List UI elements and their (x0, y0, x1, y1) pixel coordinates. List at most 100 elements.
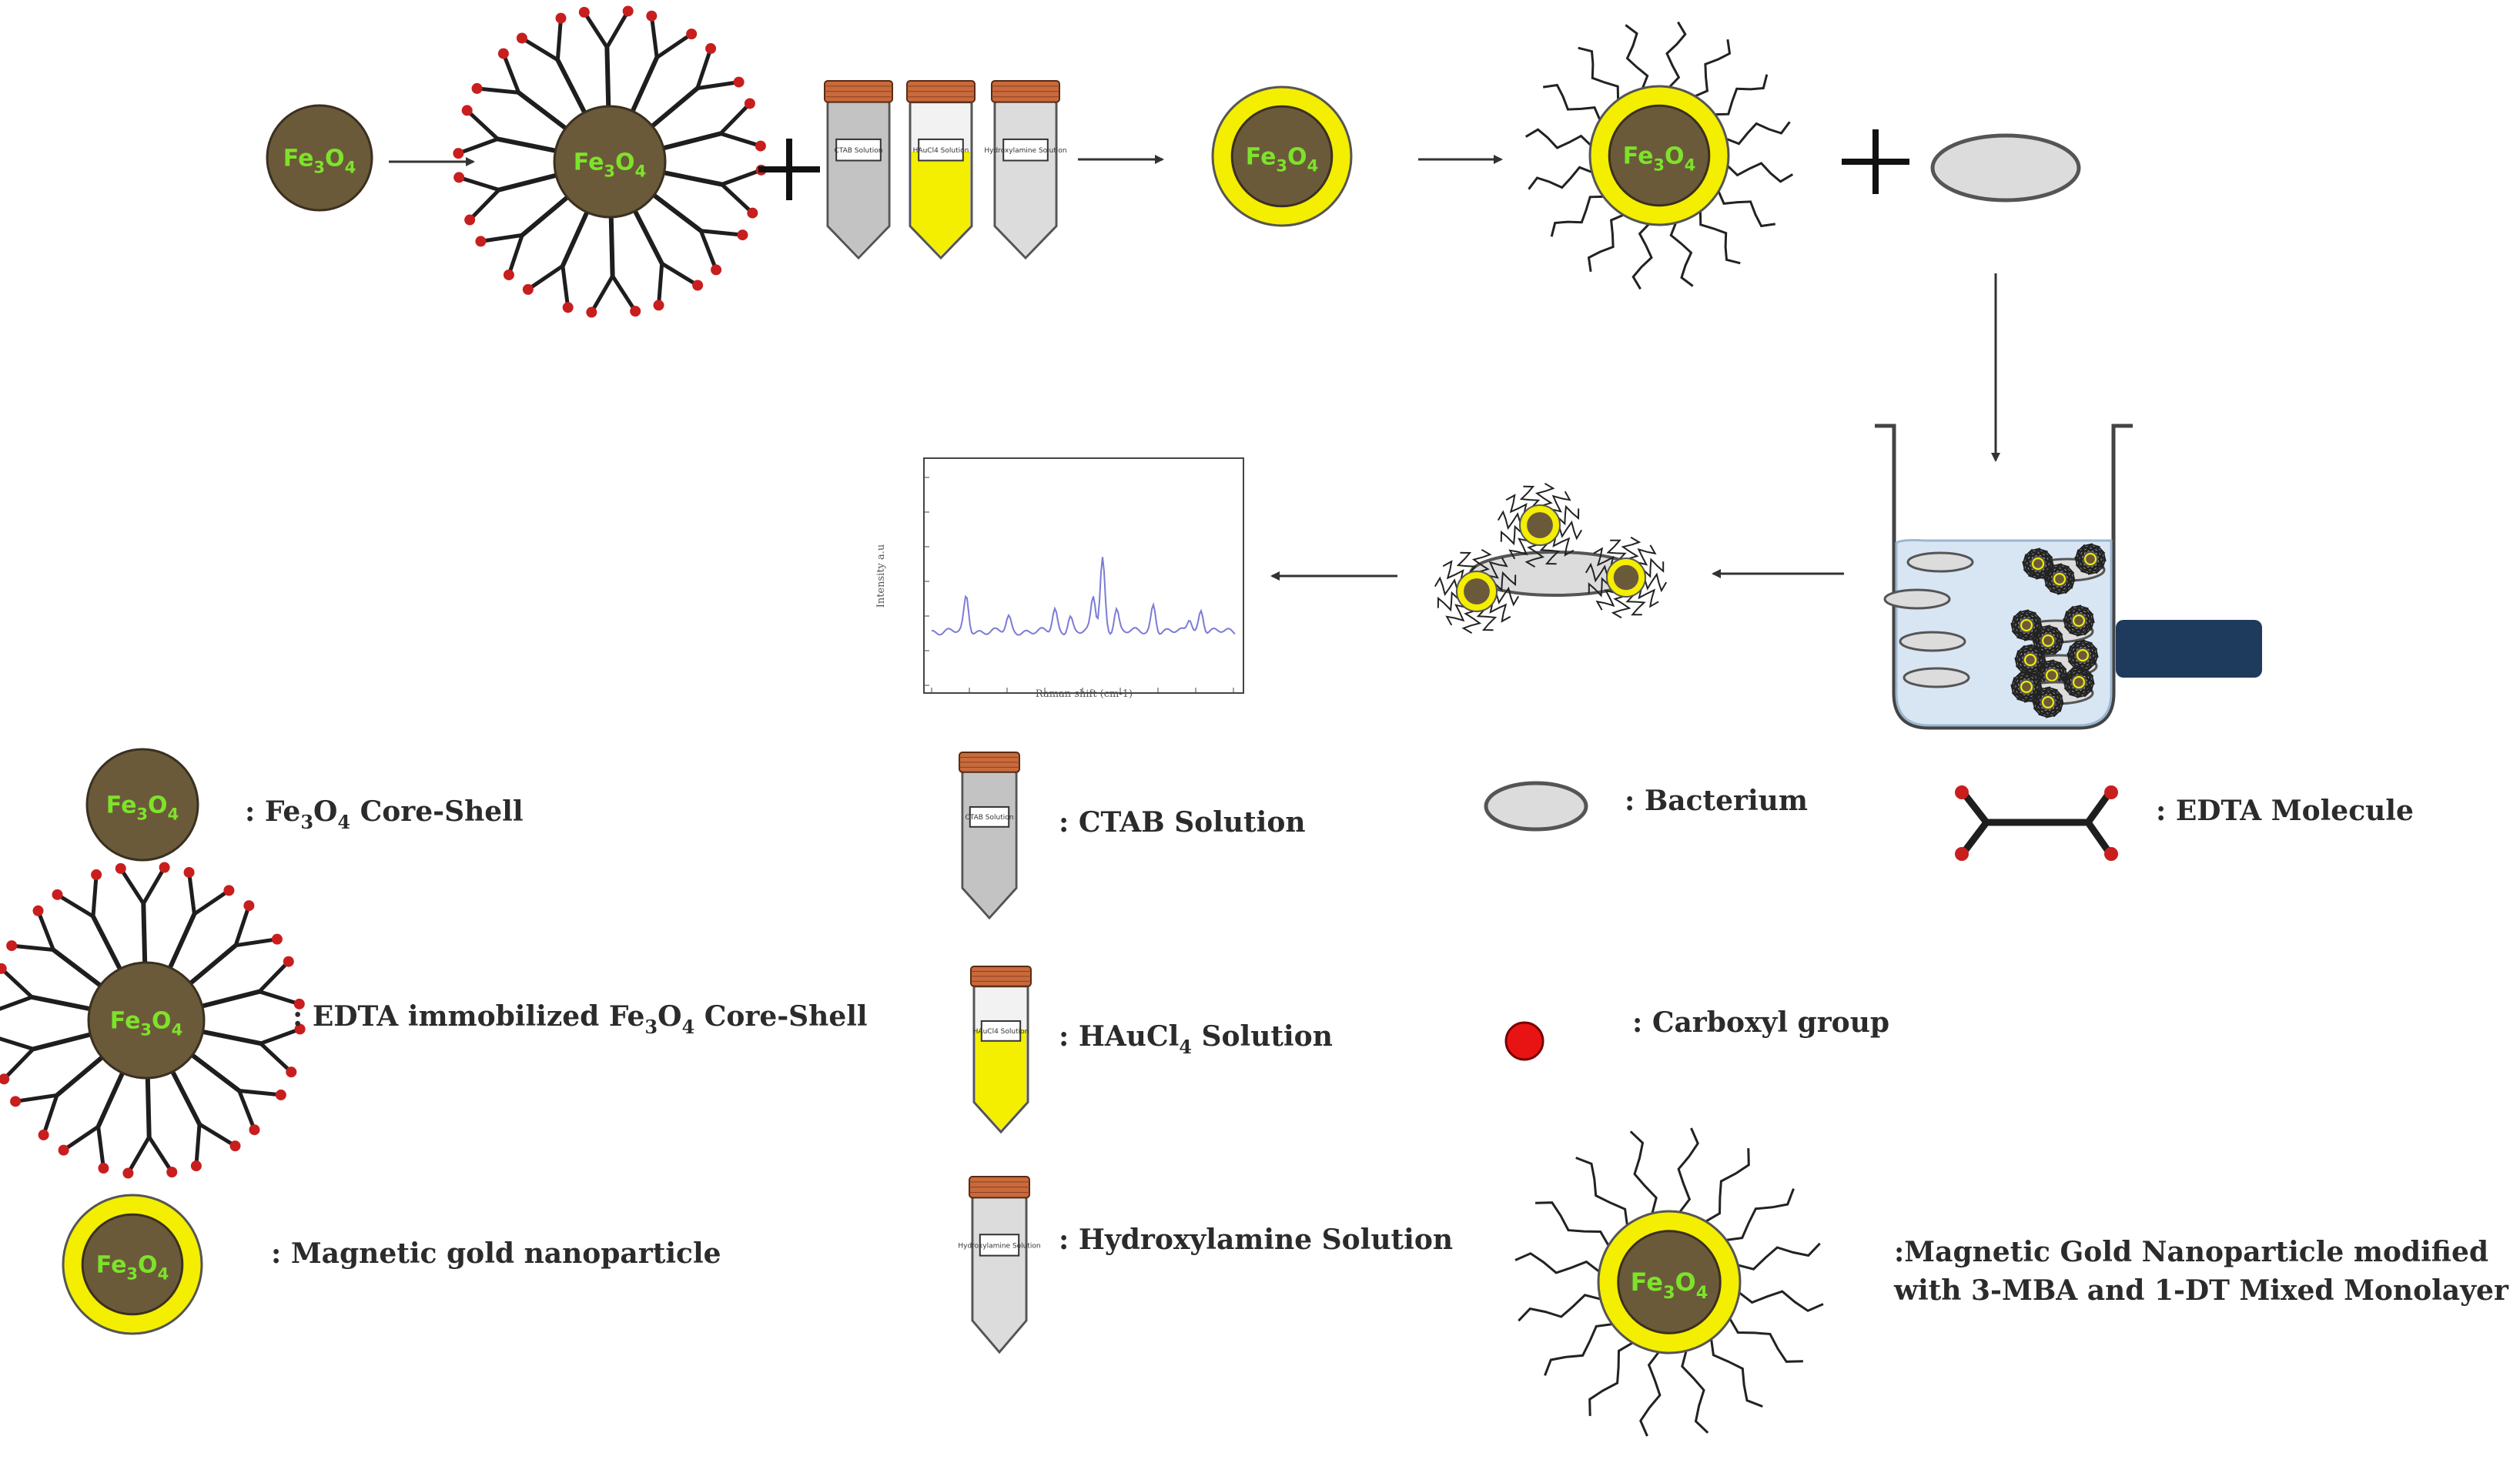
edta-immobilized-core: Fe3O4 (453, 5, 767, 318)
carboxyl-dot (190, 1160, 202, 1172)
core-label: Fe3O4 (283, 146, 356, 177)
thiol-chain (1595, 589, 1615, 611)
edta-arm (32, 1030, 97, 1052)
fe3o4-sphere (2043, 698, 2053, 707)
carboxyl-dot (38, 1129, 49, 1140)
edta-branch (96, 1126, 105, 1169)
thiol-chain (2079, 607, 2094, 620)
thiol-chain (1725, 1188, 1795, 1241)
fe3o4-sphere (2074, 616, 2083, 625)
tube-label-box (835, 138, 882, 162)
edta-branch (62, 1124, 100, 1152)
thiol-chain (2026, 611, 2042, 624)
core-label: Fe3O4 (1631, 1267, 1708, 1303)
edta-branch (2, 1047, 35, 1081)
thiol-chain (1437, 591, 1459, 612)
carboxyl-dot (744, 98, 755, 109)
edta-branch (259, 989, 300, 1006)
thiol-chain (1471, 548, 1492, 573)
edta-arm (658, 131, 721, 152)
thiol-chain (1587, 213, 1625, 273)
thiol-chain (2026, 673, 2042, 686)
fe3o4-sphere (2086, 554, 2095, 564)
thiol-chain (1494, 571, 1517, 592)
legend-modified-line2: with 3-MBA and 1-DT Mixed Monolayer (1893, 1274, 2509, 1307)
spectrum-ylabel: Intensity a.u (875, 544, 887, 608)
free-bacterium (1903, 667, 1970, 688)
edta-branch (480, 233, 523, 243)
thiol-chain (2030, 646, 2046, 659)
carboxyl-dot (10, 1096, 22, 1107)
spectrum-line (931, 557, 1236, 636)
tube-liquid (912, 152, 970, 256)
fe3o4-sphere (85, 748, 199, 862)
modified-mgnp: Fe3O4 (1524, 21, 1794, 290)
edta-branch (555, 18, 563, 61)
tube-label-text: Hydroxylamine Solution (958, 1242, 1040, 1250)
edta-branch (697, 80, 739, 91)
edta-branch (147, 1136, 174, 1174)
tube-label-text: CTAB Solution (835, 147, 883, 155)
thiol-chain (1625, 594, 1646, 616)
edta-arm (658, 169, 723, 187)
thiol-chain (1729, 1318, 1803, 1363)
edta-branch (720, 182, 755, 215)
beaker-bacteria-captured (2010, 543, 2107, 718)
fe3o4-sphere (2055, 574, 2064, 584)
carboxyl-dot (283, 956, 294, 967)
carboxyl-dot (464, 214, 476, 226)
carboxyl-dot (293, 998, 305, 1010)
edta-arm (646, 86, 699, 132)
carboxyl-dot (737, 229, 748, 241)
carboxyl-dot (271, 933, 283, 945)
tube-label-box (979, 1234, 1020, 1257)
free-bacterium (1883, 588, 1951, 610)
tube-label-text: HAuCl4 Solution (973, 1028, 1029, 1036)
fe3o4-sphere (2022, 621, 2031, 630)
edta-branch (477, 86, 519, 95)
thiol-chain (1715, 74, 1769, 116)
edta-arm (55, 1052, 109, 1097)
thiol-chain (1593, 547, 1615, 567)
edta-branch (194, 1123, 202, 1167)
legend-bacterium-label: : Bacterium (1625, 785, 1808, 817)
carboxyl-dot (275, 1089, 286, 1100)
thiol-chain (2038, 550, 2053, 563)
thiol-chain (2084, 671, 2095, 687)
edta-branch (36, 909, 55, 951)
carboxyl-dot (0, 1073, 10, 1085)
thiol-chain (2090, 545, 2106, 558)
thiol-chain (1514, 1252, 1600, 1274)
legend-mgnp-icon: Fe3O4 (62, 1194, 203, 1335)
edta-arm (520, 192, 574, 237)
thiol-chain (1717, 190, 1776, 228)
thiol-chain (1625, 24, 1649, 89)
fe3o4-sphere (1617, 1230, 1722, 1334)
thiol-chain (1461, 610, 1482, 635)
carboxyl-dot (32, 905, 44, 916)
edta-branch (465, 109, 500, 141)
thiol-chain (1558, 504, 1580, 526)
edta-branch (582, 11, 609, 49)
edta-branch (649, 15, 659, 58)
edta-branch (259, 1027, 301, 1046)
legend-bacterium-icon (1484, 781, 1588, 832)
edta-branch (192, 889, 230, 916)
fe3o4-sphere (2043, 636, 2053, 645)
edta-branch (458, 176, 500, 192)
legend-ctab-label: : CTAB Solution (1059, 806, 1306, 839)
thiol-chain (2096, 547, 2107, 564)
bound-mgnp (1585, 536, 1668, 619)
edta-arm (627, 56, 659, 118)
core-label: Fe3O4 (574, 149, 646, 181)
edta-branch (457, 137, 499, 156)
thiol-chain (1588, 577, 1609, 598)
tube-label-box (980, 1020, 1022, 1042)
legend-edta-core-icon: Fe3O4 (0, 862, 306, 1179)
edta-arm (517, 90, 572, 134)
thiol-chain (1669, 222, 1694, 287)
thiol-chain (1694, 39, 1732, 98)
edta-arm (184, 943, 238, 989)
thiol-chain (1476, 609, 1498, 631)
thiol-chain (1489, 603, 1511, 623)
